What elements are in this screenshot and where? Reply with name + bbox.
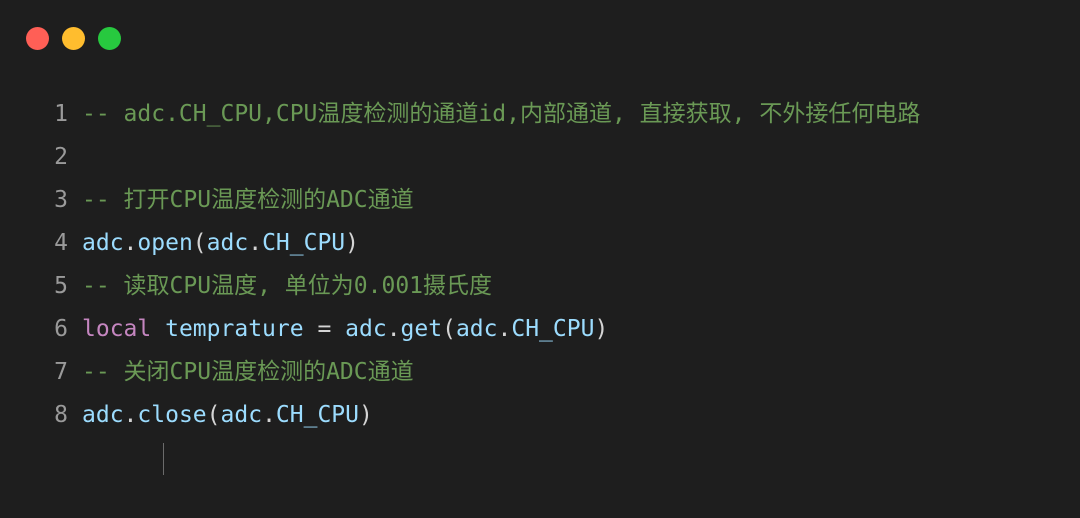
code-token-punct — [151, 316, 165, 342]
code-token-comment: -- 关闭CPU温度检测的ADC通道 — [82, 359, 414, 385]
line-content: -- 打开CPU温度检测的ADC通道 — [82, 179, 414, 222]
code-token-punct: ( — [192, 230, 207, 256]
code-token-punct: . — [123, 230, 138, 256]
code-token-ident: close — [137, 402, 207, 428]
code-token-punct: ) — [345, 230, 360, 256]
code-line[interactable]: 7 -- 关闭CPU温度检测的ADC通道 — [0, 351, 1080, 394]
code-token-punct: = — [303, 316, 346, 342]
line-content: local temprature = adc.get(adc.CH_CPU) — [82, 308, 608, 351]
line-number: 1 — [54, 101, 68, 127]
close-window-icon[interactable] — [26, 27, 49, 50]
code-token-ident: adc — [206, 230, 249, 256]
code-line[interactable]: 3 -- 打开CPU温度检测的ADC通道 — [0, 179, 1080, 222]
line-number: 4 — [54, 230, 68, 256]
code-line[interactable]: 1 -- adc.CH_CPU,CPU温度检测的通道id,内部通道, 直接获取, … — [0, 93, 1080, 136]
line-content: -- 读取CPU温度, 单位为0.001摄氏度 — [82, 265, 492, 308]
line-number: 6 — [54, 316, 68, 342]
minimize-window-icon[interactable] — [62, 27, 85, 50]
code-token-ident: open — [137, 230, 193, 256]
line-number: 3 — [54, 187, 68, 213]
code-token-ident: adc — [82, 402, 124, 428]
line-number: 5 — [54, 273, 68, 299]
line-content: adc.close(adc.CH_CPU) — [82, 394, 373, 437]
code-token-ident: CH_CPU — [511, 316, 595, 342]
code-token-punct: ( — [206, 402, 221, 428]
line-content: -- adc.CH_CPU,CPU温度检测的通道id,内部通道, 直接获取, 不… — [82, 93, 920, 136]
line-number: 7 — [54, 359, 68, 385]
code-editor[interactable]: 1 -- adc.CH_CPU,CPU温度检测的通道id,内部通道, 直接获取, … — [0, 93, 1080, 437]
line-number: 2 — [54, 144, 68, 170]
line-content: -- 关闭CPU温度检测的ADC通道 — [82, 351, 414, 394]
code-token-ident: adc — [82, 230, 124, 256]
code-token-punct: . — [248, 230, 263, 256]
maximize-window-icon[interactable] — [98, 27, 121, 50]
code-token-ident: CH_CPU — [262, 230, 346, 256]
text-cursor — [163, 443, 164, 475]
code-line[interactable]: 5 -- 读取CPU温度, 单位为0.001摄氏度 — [0, 265, 1080, 308]
code-token-punct: . — [497, 316, 512, 342]
line-number: 8 — [54, 402, 68, 428]
code-token-ident: adc — [455, 316, 498, 342]
code-token-comment: -- adc.CH_CPU,CPU温度检测的通道id,内部通道, 直接获取, 不… — [82, 101, 921, 127]
code-token-keyword: local — [82, 316, 152, 342]
code-token-ident: adc — [345, 316, 387, 342]
code-token-comment: -- 打开CPU温度检测的ADC通道 — [82, 187, 414, 213]
code-token-comment: -- 读取CPU温度, 单位为0.001摄氏度 — [82, 273, 493, 299]
code-token-punct: ( — [442, 316, 456, 342]
line-content: adc.open(adc.CH_CPU) — [82, 222, 359, 265]
code-line[interactable]: 2 — [0, 136, 1080, 179]
code-token-ident: get — [400, 316, 443, 342]
code-token-punct: ) — [594, 316, 609, 342]
code-token-ident: temprature — [165, 316, 304, 342]
code-token-punct: . — [386, 316, 401, 342]
code-token-ident: adc — [220, 402, 263, 428]
code-token-punct: . — [123, 402, 138, 428]
code-token-ident: CH_CPU — [275, 402, 360, 428]
window-controls — [26, 27, 121, 50]
code-token-punct: ) — [359, 402, 373, 428]
code-token-punct: . — [262, 402, 276, 428]
